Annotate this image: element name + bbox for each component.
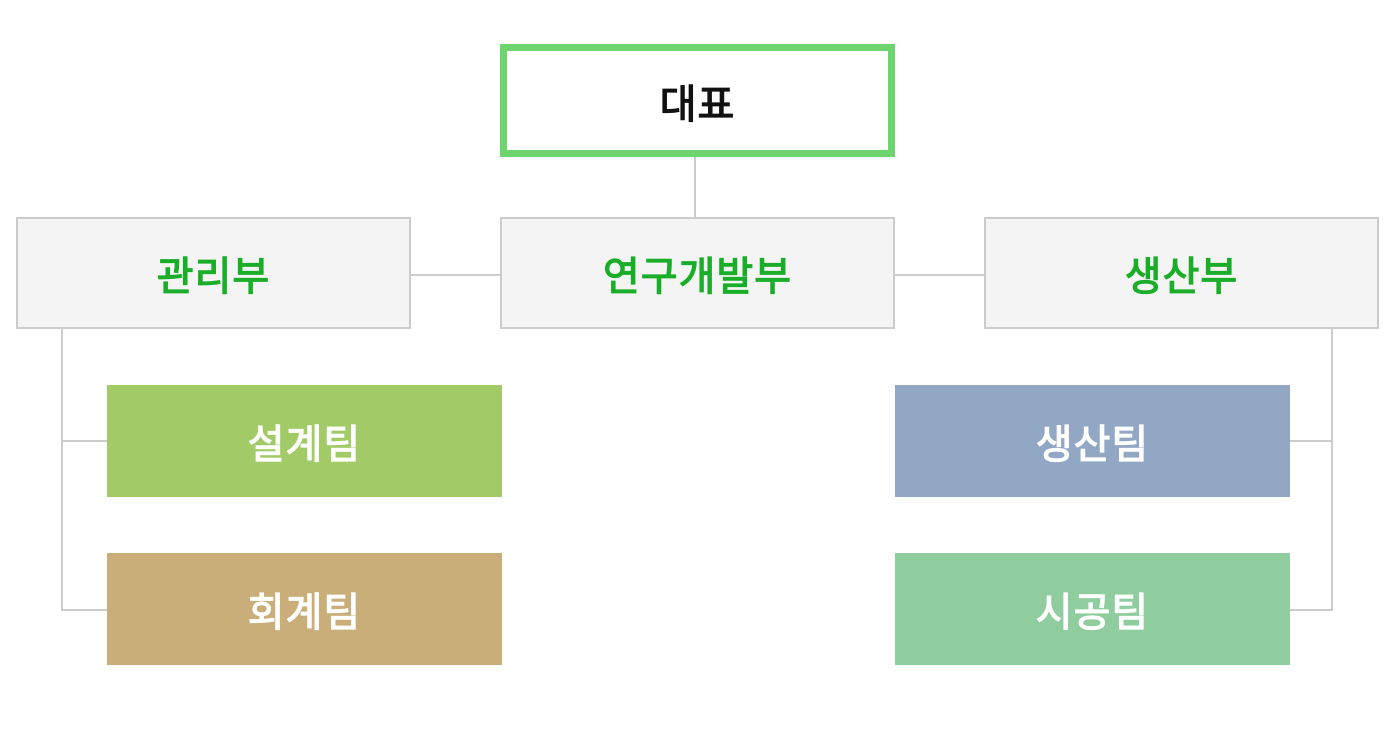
connector-rnd-to-production: [895, 274, 985, 276]
connector-admin-to-rnd: [410, 274, 500, 276]
node-department-production-label: 생산부: [1124, 254, 1239, 300]
connector-admin-to-accounting-team: [61, 609, 107, 611]
node-team-accounting-label: 회계팀: [247, 590, 362, 636]
node-ceo: 대표: [500, 44, 895, 157]
node-team-construction: 시공팀: [895, 553, 1290, 665]
connector-admin-to-design-team: [61, 440, 107, 442]
node-team-accounting: 회계팀: [107, 553, 502, 665]
node-team-design-label: 설계팀: [247, 422, 362, 468]
connector-production-to-construction-team: [1290, 609, 1333, 611]
connector-admin-vertical: [61, 329, 63, 611]
connector-production-vertical: [1331, 329, 1333, 611]
node-department-admin: 관리부: [16, 217, 411, 329]
node-team-design: 설계팀: [107, 385, 502, 497]
node-department-admin-label: 관리부: [156, 254, 271, 300]
node-department-rnd: 연구개발부: [500, 217, 895, 329]
connector-ceo-to-rnd: [694, 157, 696, 217]
node-team-production-label: 생산팀: [1035, 422, 1150, 468]
connector-production-to-production-team: [1290, 440, 1333, 442]
node-team-production: 생산팀: [895, 385, 1290, 497]
node-team-construction-label: 시공팀: [1035, 590, 1150, 636]
node-department-production: 생산부: [984, 217, 1379, 329]
node-department-rnd-label: 연구개발부: [603, 254, 792, 300]
node-ceo-label: 대표: [659, 81, 736, 128]
